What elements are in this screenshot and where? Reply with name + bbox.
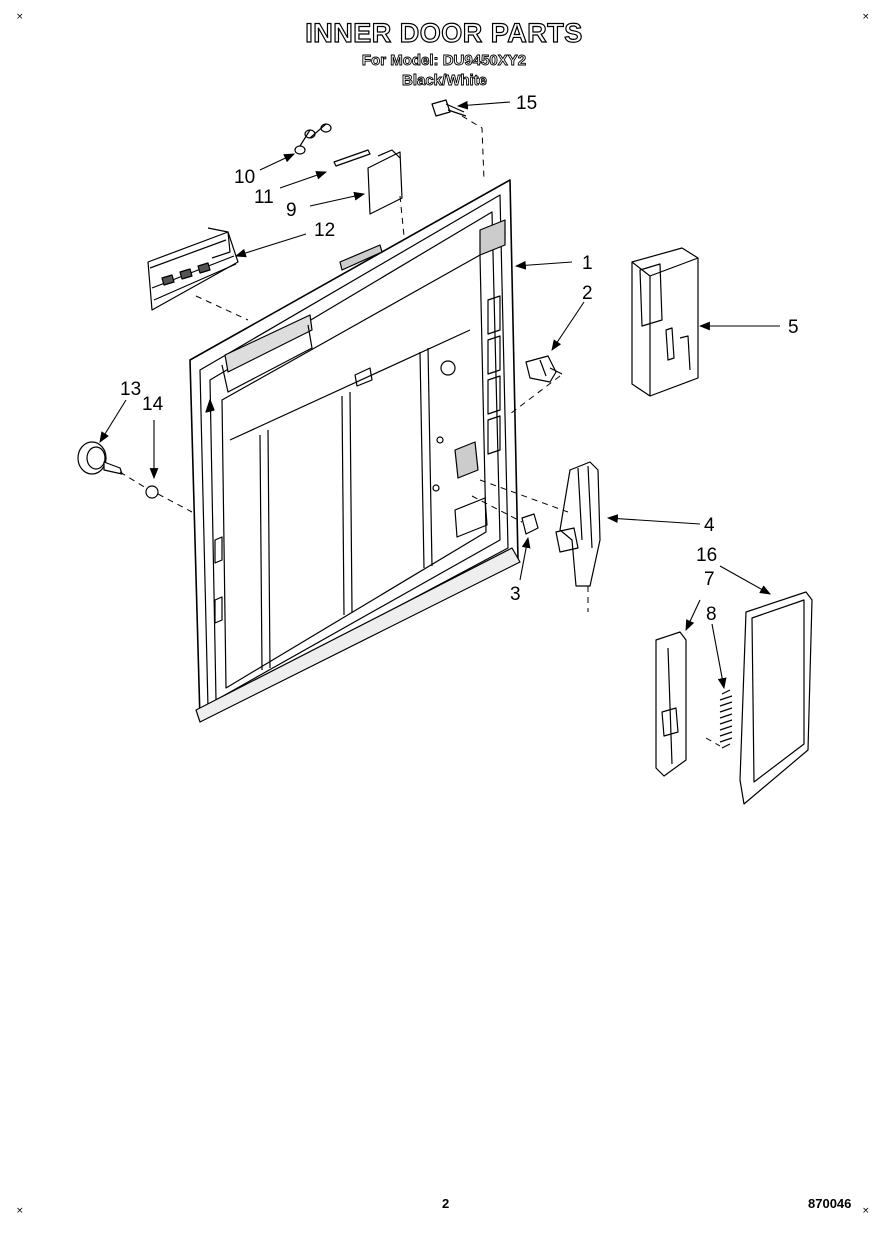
callout-1: 1	[582, 253, 593, 274]
leader-1	[514, 260, 573, 270]
color-variant: Black/White	[402, 72, 488, 90]
page-number: 2	[442, 1196, 450, 1211]
callout-10: 10	[234, 167, 255, 188]
callout-8: 8	[706, 604, 717, 625]
callout-3: 3	[510, 584, 521, 605]
part-14-washer	[145, 485, 159, 499]
assembly-line-4	[479, 479, 589, 612]
part-15-screw	[431, 99, 467, 117]
inner-door-panel	[189, 179, 521, 723]
assembly-line-15	[461, 115, 485, 181]
leader-13	[99, 399, 127, 443]
leader-9	[309, 191, 366, 207]
leader-10	[259, 153, 295, 171]
callout-4: 4	[704, 515, 715, 536]
callout-2: 2	[582, 283, 593, 304]
assembly-line-9	[399, 195, 405, 237]
corner-mark-top-left: ×	[16, 12, 24, 22]
assembly-line-3	[471, 495, 523, 523]
corner-mark-bottom-left: ×	[16, 1206, 24, 1216]
leader-2	[551, 301, 585, 351]
part-12-handle-bracket	[147, 227, 239, 311]
callout-7: 7	[704, 569, 715, 590]
part-13-knob	[77, 441, 123, 475]
part-9-cover	[367, 149, 403, 215]
assembly-line-12	[195, 295, 249, 321]
part-4-latch	[555, 461, 601, 587]
leader-4	[606, 514, 701, 525]
leader-7	[685, 599, 701, 631]
part-7-slide-plate	[655, 631, 687, 777]
callout-13: 13	[120, 379, 141, 400]
callout-14: 14	[142, 394, 164, 415]
part-8-spring	[719, 689, 733, 749]
callout-16: 16	[696, 545, 717, 566]
part-2-clip	[525, 355, 563, 383]
leader-15	[456, 100, 511, 110]
callout-11: 11	[254, 187, 274, 208]
callout-12: 12	[314, 220, 335, 241]
leader-11	[279, 171, 328, 189]
assembly-line-13	[119, 471, 193, 513]
assembly-line-2	[509, 375, 561, 415]
part-11-pin	[333, 149, 371, 167]
page-title: INNER DOOR PARTS	[305, 17, 583, 48]
callout-15: 15	[516, 93, 537, 114]
corner-mark-top-right: ×	[862, 12, 870, 22]
assembly-line-8	[705, 737, 721, 747]
part-16-side-cover	[739, 591, 813, 805]
document-number: 870046	[808, 1196, 852, 1211]
part-5-latch-housing	[631, 247, 699, 397]
leader-16	[719, 565, 771, 595]
leader-3	[519, 536, 531, 581]
corner-mark-bottom-right: ×	[862, 1206, 870, 1216]
part-10-fastener	[294, 123, 332, 155]
leader-8	[711, 623, 727, 690]
part-3-stop	[521, 513, 539, 535]
callout-5: 5	[788, 317, 799, 338]
model-line: For Model: DU9450XY2	[361, 52, 527, 70]
callout-9: 9	[286, 200, 297, 221]
leader-12	[234, 233, 307, 258]
